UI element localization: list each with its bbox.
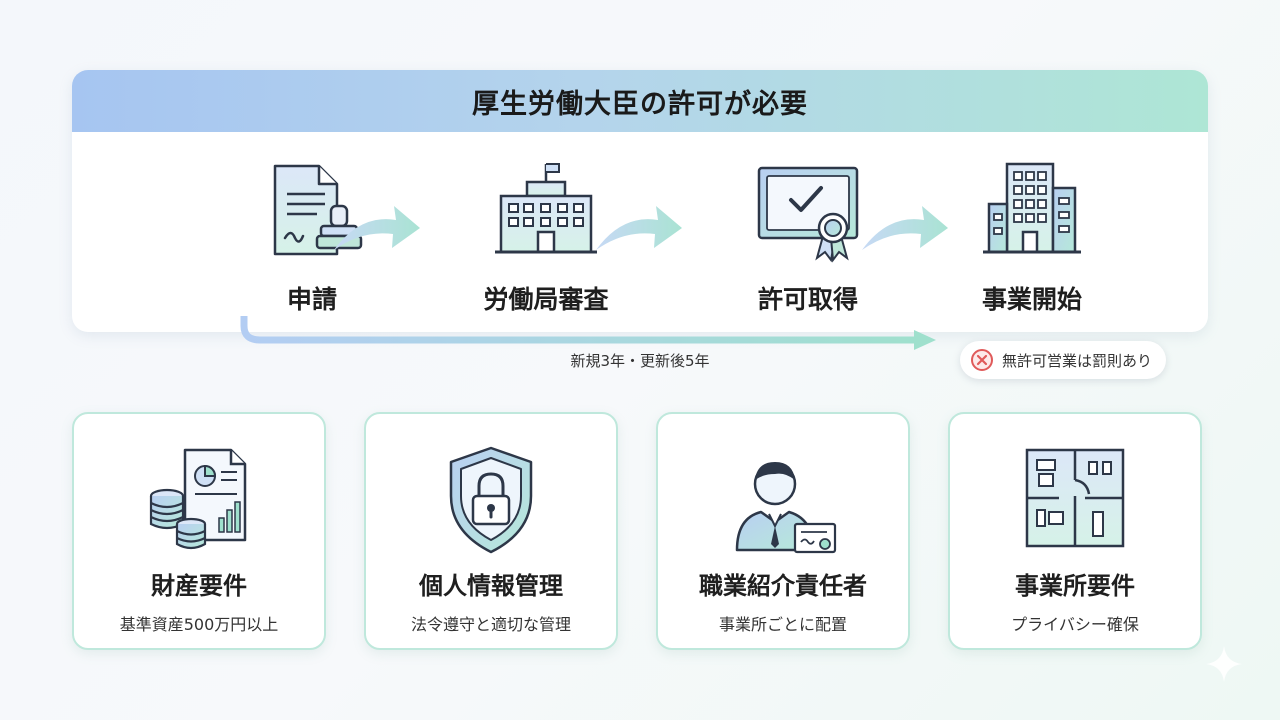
card-title: 事業所要件 [1015,572,1135,600]
step-label: 労働局審査 [483,285,609,314]
cross-circle-icon [971,349,993,371]
requirement-card-office: 事業所要件 プライバシー確保 [948,412,1202,650]
card-title: 財産要件 [151,572,247,600]
step-application: 申請 [212,158,412,316]
step-label: 許可取得 [757,285,858,314]
floor-plan-icon [1025,448,1125,548]
card-title: 個人情報管理 [419,572,563,600]
step-permit-acquired: 許可取得 [708,158,908,316]
office-building-icon [983,162,1081,254]
shield-lock-icon [449,446,533,554]
card-subtitle: プライバシー確保 [1011,615,1139,634]
validity-period-arrow [240,316,936,350]
person-certificate-icon [735,462,837,554]
requirement-card-manager: 職業紹介責任者 事業所ごとに配置 [656,412,910,650]
card-title: 職業紹介責任者 [699,572,867,600]
flow-arrow-icon [596,206,682,250]
certificate-icon [757,166,859,263]
permit-flow-panel: 厚生労働大臣の許可が必要 申請 [72,70,1208,332]
requirement-card-privacy: 個人情報管理 法令遵守と適切な管理 [364,412,618,650]
card-subtitle: 法令遵守と適切な管理 [410,615,571,634]
step-label: 事業開始 [981,285,1082,314]
sparkle-icon [1206,646,1242,682]
panel-header: 厚生労働大臣の許可が必要 [72,70,1208,132]
step-labor-bureau-review: 労働局審査 [446,158,646,316]
application-document-stamp-icon [273,164,363,256]
card-subtitle: 基準資産500万円以上 [119,615,279,634]
penalty-label: 無許可営業は罰則あり [1002,351,1153,370]
coins-report-icon [149,448,247,550]
card-subtitle: 事業所ごとに配置 [718,615,847,634]
validity-period-label: 新規3年・更新後5年 [570,352,710,370]
flow-arrow-icon [862,206,948,250]
requirement-card-assets: 財産要件 基準資産500万円以上 [72,412,326,650]
step-label: 申請 [286,285,337,314]
penalty-badge: 無許可営業は罰則あり [960,341,1167,379]
panel-title: 厚生労働大臣の許可が必要 [472,88,808,120]
step-business-start: 事業開始 [932,158,1132,316]
flow-arrow-icon [334,206,420,250]
government-building-icon [495,163,597,254]
